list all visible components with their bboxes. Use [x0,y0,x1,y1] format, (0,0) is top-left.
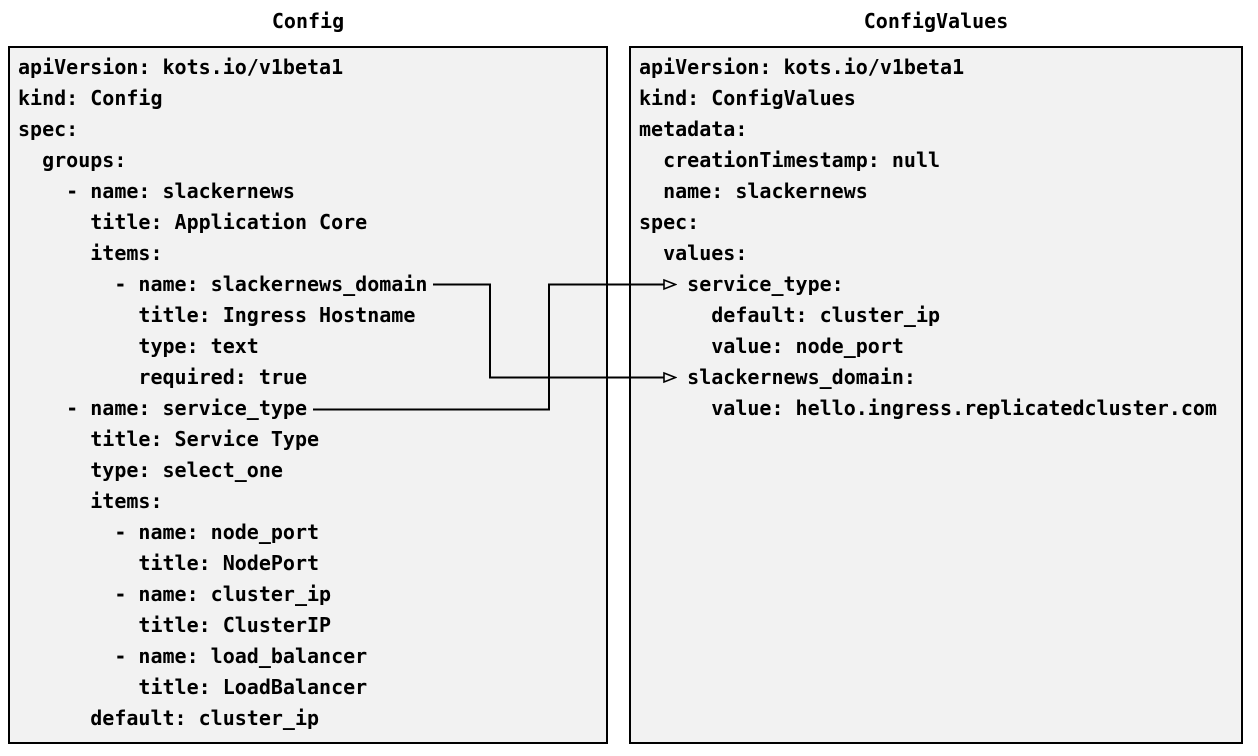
config-panel: apiVersion: kots.io/v1beta1 kind: Config… [8,46,608,744]
configvalues-panel-title: ConfigValues [863,9,1009,33]
configvalues-yaml-code: apiVersion: kots.io/v1beta1 kind: Config… [639,55,1217,420]
config-yaml-code: apiVersion: kots.io/v1beta1 kind: Config… [18,55,428,730]
config-panel-title: Config [271,9,345,33]
configvalues-panel: apiVersion: kots.io/v1beta1 kind: Config… [629,46,1243,744]
